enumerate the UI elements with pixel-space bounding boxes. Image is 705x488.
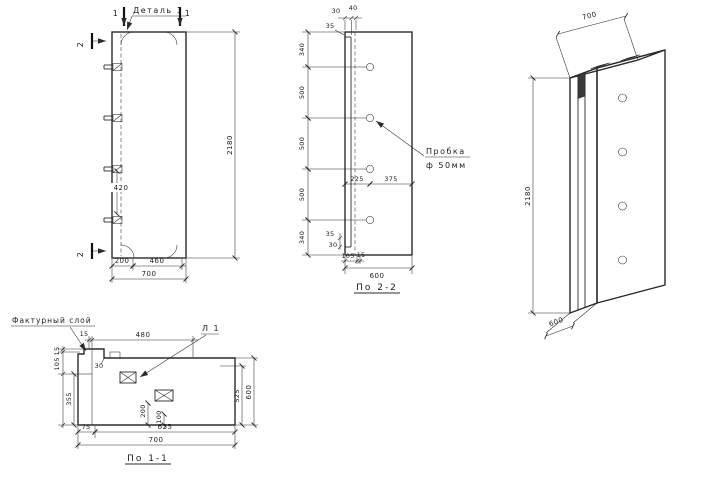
dim-s11-15-top: 15: [80, 330, 89, 338]
iso-left-face: [569, 66, 598, 315]
dim-s22-225: 225: [350, 175, 363, 183]
iso-top-face: [569, 49, 666, 79]
section-mark-1-left: 1: [113, 7, 127, 26]
dim-front-bottom: 200 460 700: [109, 257, 189, 283]
detail-callout: Деталь 1: [126, 6, 186, 31]
dim-s11-105: 105: [53, 357, 61, 370]
dim-s11-right: 525 600: [220, 355, 258, 428]
anchor-plate-2: [154, 389, 174, 402]
dim-s22-340b: 340: [298, 231, 306, 244]
dim-front-460: 460: [150, 257, 165, 265]
dim-s11-left: 15 105 355 30: [53, 346, 106, 428]
dim-hook-spacing-value: 420: [114, 184, 129, 192]
dim-s11-525: 525: [233, 389, 241, 402]
iso-plug-holes: [618, 93, 627, 265]
dim-s22-375: 375: [384, 175, 397, 183]
dim-iso-height: 2180: [524, 75, 570, 316]
dim-s11-480: 480: [136, 331, 151, 339]
section-mark-2-bottom-label: 2: [76, 251, 85, 258]
dim-s22-500b: 500: [298, 137, 306, 150]
dim-s22-340a: 340: [298, 43, 306, 56]
dim-s11-30-step: 30: [95, 362, 104, 370]
dim-s11-100: 100: [155, 410, 163, 423]
dim-s11-355: 355: [65, 392, 73, 405]
dim-iso-width: 700: [555, 10, 639, 79]
lifting-hooks: [103, 63, 123, 224]
plug-holes: [366, 63, 374, 224]
section-1-1-view: Фактурный слой Л 1 15 480: [11, 316, 258, 465]
dim-s11-700: 700: [149, 436, 164, 444]
dim-s22-bottom-small: 35 30 105 15: [326, 230, 366, 264]
section-1-1-profile: [77, 348, 236, 426]
top-groove-notch: [109, 351, 121, 359]
dim-s11-200: 200: [139, 404, 147, 417]
dim-s11-600: 600: [245, 385, 253, 400]
dim-s22-30-bot: 30: [329, 241, 338, 249]
dim-iso-700: 700: [581, 10, 597, 22]
anchor-plate-1: [119, 371, 137, 384]
section-mark-1-left-label: 1: [113, 9, 120, 18]
detail-label: Деталь 1: [133, 6, 183, 15]
dim-front-width: 700: [142, 270, 157, 278]
section-2-2-view: 30 40 35 340 500 500 500 340: [298, 4, 470, 294]
dim-s22-500a: 500: [298, 86, 306, 99]
panel-outline: [111, 31, 187, 259]
dim-s22-inner: 225 375: [342, 175, 415, 187]
dim-s11-625: 625: [158, 423, 173, 431]
dim-s22-vchain: 340 500 500 500 340: [298, 29, 366, 258]
dim-hook-spacing: 420: [110, 168, 133, 217]
dim-s11-inner: 200 100: [139, 400, 167, 428]
iso-top-notch-1: [590, 62, 611, 69]
dim-s22-15: 15: [357, 251, 366, 259]
section-2-2-outline: [344, 31, 413, 256]
dim-iso-2180: 2180: [524, 186, 532, 206]
corner-arcs: [120, 31, 178, 259]
isometric-view: 700 2180 600: [524, 10, 666, 340]
section-mark-2-top-label: 2: [76, 41, 85, 48]
section-mark-1-right-label: 1: [185, 9, 192, 18]
section-mark-2-bottom: 2: [76, 243, 106, 259]
dim-s22-width: 600: [342, 256, 415, 280]
dim-s22-600: 600: [370, 272, 385, 280]
dim-s22-30: 30: [332, 7, 341, 15]
dim-s11-bottom: 75 625 700: [75, 423, 238, 449]
dim-front-height: 2180: [186, 29, 240, 261]
plug-label-line1: Пробка: [426, 147, 466, 156]
dim-front-200: 200: [115, 257, 130, 265]
dim-s22-105: 105: [341, 252, 354, 260]
section-2-2-title: По 2-2: [354, 283, 400, 294]
section-2-2-title-text: По 2-2: [356, 283, 398, 293]
plug-callout: Пробка ф 50мм: [375, 120, 470, 170]
dim-front-height-value: 2180: [226, 135, 234, 155]
dim-s22-top: 30 40 35: [326, 4, 362, 36]
anchor-callout: Л 1: [139, 324, 220, 378]
dim-s22-500c: 500: [298, 188, 306, 201]
dim-iso-600: 600: [548, 316, 565, 329]
section-1-1-title-text: По 1-1: [127, 454, 169, 464]
facing-layer-callout: Фактурный слой: [11, 316, 95, 352]
front-view: 2 2 1 1 Деталь 1 2180: [76, 6, 240, 283]
dim-s22-35-top: 35: [326, 22, 335, 30]
facing-layer-label: Фактурный слой: [12, 316, 92, 325]
section-mark-1-right: 1: [177, 7, 192, 26]
dim-s22-40: 40: [349, 4, 358, 12]
dim-s11-15-left: 15: [53, 347, 61, 356]
section-1-1-title: По 1-1: [125, 454, 171, 465]
dim-s11-75: 75: [82, 423, 91, 431]
iso-top-notch-2: [620, 54, 641, 61]
dim-iso-depth: 600: [544, 302, 598, 340]
iso-front-face: [596, 49, 666, 304]
dim-s22-35-bot: 35: [326, 230, 335, 238]
iso-groove-slot: [577, 72, 586, 99]
section-mark-2-top: 2: [76, 33, 106, 49]
plug-label-line2: ф 50мм: [426, 161, 467, 170]
anchor-label: Л 1: [202, 324, 220, 333]
dim-s11-top: 15 480: [80, 330, 198, 357]
